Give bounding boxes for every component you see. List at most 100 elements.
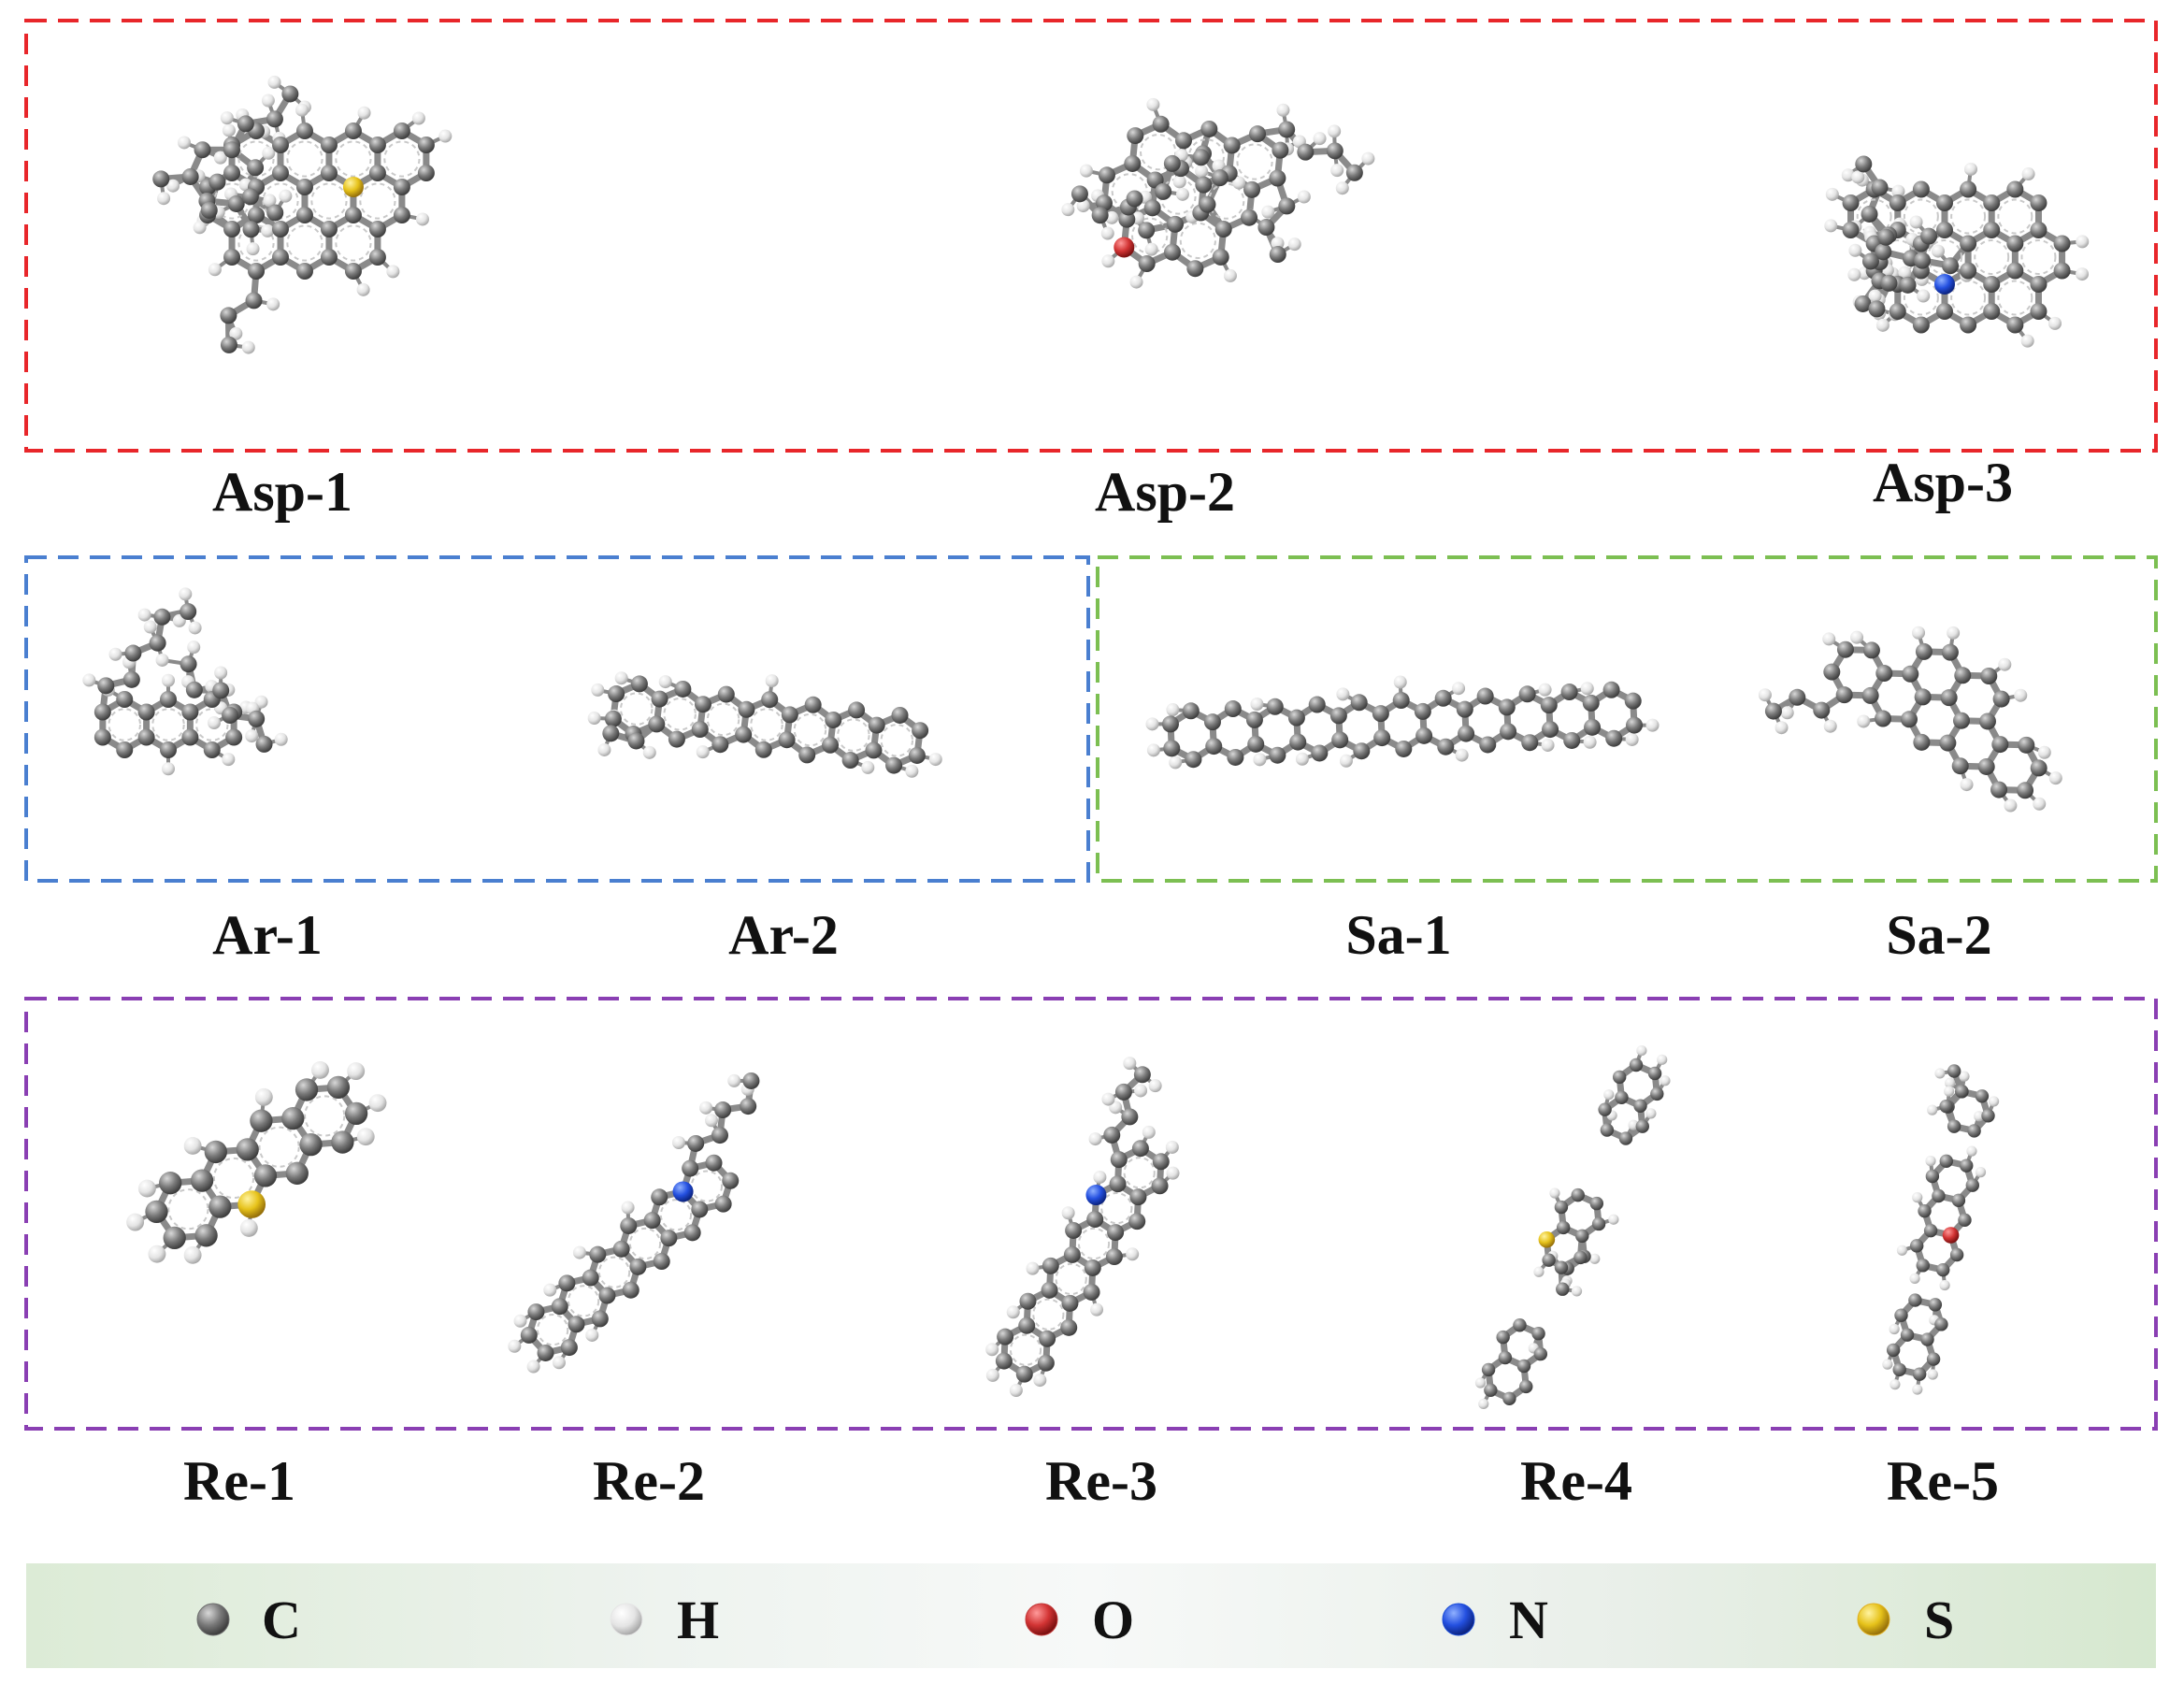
atom-h [1603, 1089, 1615, 1101]
atom-c [558, 1274, 576, 1292]
atom-h [1146, 97, 1160, 111]
atom-h [2004, 799, 2018, 813]
aromatic-ring [2020, 239, 2057, 275]
atom-h [1393, 675, 1407, 689]
atom-c [1289, 733, 1307, 751]
atom-c [1186, 260, 1204, 278]
atom-c [1287, 709, 1305, 727]
atom-c [248, 207, 266, 223]
atom-c [1598, 1102, 1612, 1116]
atom-c [1965, 1178, 1980, 1192]
atom-c [1200, 120, 1218, 137]
label-ar-1: Ar-1 [212, 904, 323, 966]
atom-h [1774, 721, 1789, 735]
atom-h [220, 111, 234, 125]
atom-c [1138, 255, 1156, 273]
atom-h [1927, 1369, 1938, 1380]
atom-c [124, 644, 142, 662]
atom-c [227, 194, 245, 212]
atom-c [1015, 1365, 1033, 1383]
atom-h [208, 716, 222, 730]
atom-h [261, 223, 275, 237]
atom-h [1172, 175, 1186, 189]
atom-c [1975, 1089, 1990, 1103]
atom-c [1199, 195, 1216, 213]
atom-c [1019, 1292, 1037, 1310]
atom-c [1272, 141, 1289, 159]
atom-h [82, 673, 96, 687]
atom-c [1875, 710, 1892, 727]
atom-c [223, 165, 241, 181]
atom-h [1645, 1108, 1657, 1119]
atom-h [1758, 688, 1772, 702]
atom-c [220, 336, 237, 353]
atom-c [1152, 1153, 1170, 1171]
atom-c [1977, 757, 1995, 775]
atom-h [274, 732, 288, 746]
aromatic-ring [310, 182, 348, 220]
atom-s [342, 177, 364, 197]
atom-c [1257, 219, 1275, 237]
atom-h [1026, 1261, 1040, 1275]
atom-c [608, 685, 625, 703]
atom-c [1456, 700, 1473, 718]
atom-c [1626, 716, 1644, 734]
atom-c [1434, 689, 1452, 707]
atom-h [1175, 187, 1189, 201]
atom-c [299, 1133, 323, 1157]
atom-c [591, 1310, 609, 1328]
atom-h [1660, 1075, 1671, 1086]
atom-h [1101, 254, 1115, 268]
atom-c [368, 137, 386, 153]
atom-c [825, 711, 842, 728]
aromatic-ring [537, 1313, 569, 1346]
atom-c [674, 680, 692, 698]
atom-c [272, 221, 289, 237]
atom-c [735, 726, 753, 743]
atom-h [1549, 1187, 1560, 1199]
aromatic-ring [237, 224, 275, 262]
atom-c [1070, 185, 1088, 203]
atom-c [1249, 125, 1267, 143]
legend-item-s: S [1857, 1590, 1954, 1650]
atom-c [1892, 1362, 1906, 1377]
atom-c [236, 1138, 259, 1161]
atom-h [508, 1339, 522, 1353]
aromatic-ring [597, 1256, 631, 1288]
atom-c [1192, 149, 1210, 166]
atom-h [2048, 771, 2062, 785]
atom-c [1086, 1211, 1104, 1229]
aromatic-ring [359, 182, 396, 220]
molecule-re-2 [508, 1072, 760, 1374]
atom-c [145, 1200, 168, 1223]
atom-c [1582, 694, 1600, 712]
atom-h [2076, 235, 2090, 249]
atom-c [1037, 1354, 1055, 1372]
atom-c [997, 1328, 1014, 1345]
atom-h [1009, 1383, 1023, 1397]
atom-h [1636, 1044, 1647, 1057]
atom-h [905, 764, 919, 778]
atom-c [1247, 735, 1265, 753]
atom-c [1502, 1391, 1516, 1405]
atom-c [1128, 1213, 1146, 1230]
atom-c [1951, 1193, 1966, 1208]
atom-c [2053, 262, 2071, 280]
atom-h [1657, 1054, 1668, 1065]
aromatic-ring [663, 698, 697, 731]
atom-h [1912, 1192, 1923, 1203]
atom-h [166, 179, 180, 193]
atom-h [1261, 205, 1275, 219]
atom-h [1947, 626, 1961, 640]
atom-h [1061, 1206, 1075, 1220]
atom-c [1297, 143, 1315, 161]
atom-c [682, 1159, 699, 1177]
aromatic-ring [108, 708, 141, 741]
atom-c [520, 1326, 538, 1344]
atom-c [2017, 782, 2034, 799]
legend-label-n: N [1509, 1590, 1548, 1650]
atom-c [194, 141, 211, 159]
atom-c [1241, 209, 1258, 226]
atom-h [2076, 267, 2090, 281]
